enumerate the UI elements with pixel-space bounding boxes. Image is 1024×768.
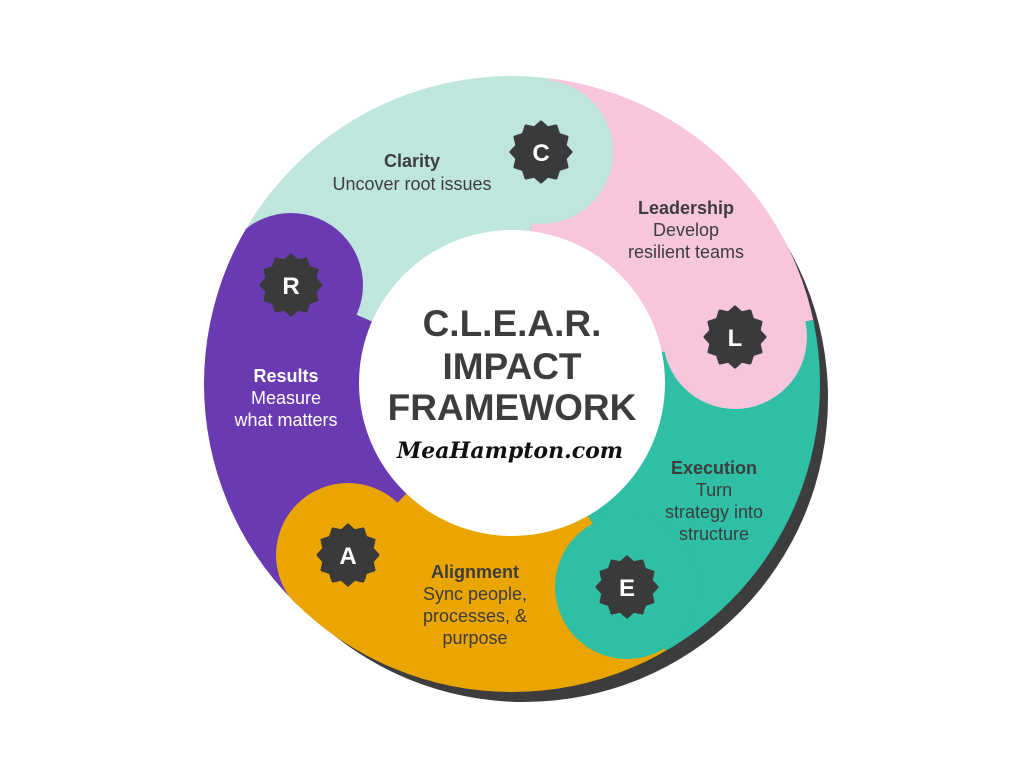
title-line-2: IMPACT	[442, 346, 581, 387]
results-desc-2: what matters	[233, 410, 337, 430]
clarity-title: Clarity	[384, 151, 440, 171]
badge-a-icon: A	[316, 523, 380, 587]
badge-l-icon: L	[703, 305, 767, 369]
alignment-desc-1: Sync people,	[423, 584, 527, 604]
clarity-desc: Uncover root issues	[332, 174, 491, 194]
alignment-desc-2: processes, &	[423, 606, 527, 626]
clarity-badge-letter: C	[532, 140, 549, 167]
execution-title: Execution	[671, 458, 757, 478]
alignment-desc-3: purpose	[442, 628, 507, 648]
badge-e-icon: E	[595, 555, 659, 619]
center-circle	[359, 230, 665, 536]
title-line-1: C.L.E.A.R.	[423, 303, 602, 344]
results-badge-letter: R	[282, 273, 299, 300]
leadership-badge-letter: L	[728, 325, 743, 352]
execution-desc-2: strategy into	[665, 502, 763, 522]
results-title: Results	[253, 366, 318, 386]
badge-r-icon: R	[259, 253, 323, 317]
leadership-desc-2: resilient teams	[628, 242, 744, 262]
execution-desc-1: Turn	[696, 480, 732, 500]
leadership-desc-1: Develop	[653, 220, 719, 240]
alignment-title: Alignment	[431, 562, 519, 582]
results-desc-1: Measure	[251, 388, 321, 408]
title-line-3: FRAMEWORK	[388, 387, 637, 428]
execution-desc-3: structure	[679, 524, 749, 544]
badge-c-icon: C	[509, 120, 573, 184]
leadership-title: Leadership	[638, 198, 734, 218]
alignment-badge-letter: A	[339, 543, 356, 570]
execution-badge-letter: E	[619, 575, 635, 602]
website-text: MeaHampton.com	[396, 438, 623, 464]
